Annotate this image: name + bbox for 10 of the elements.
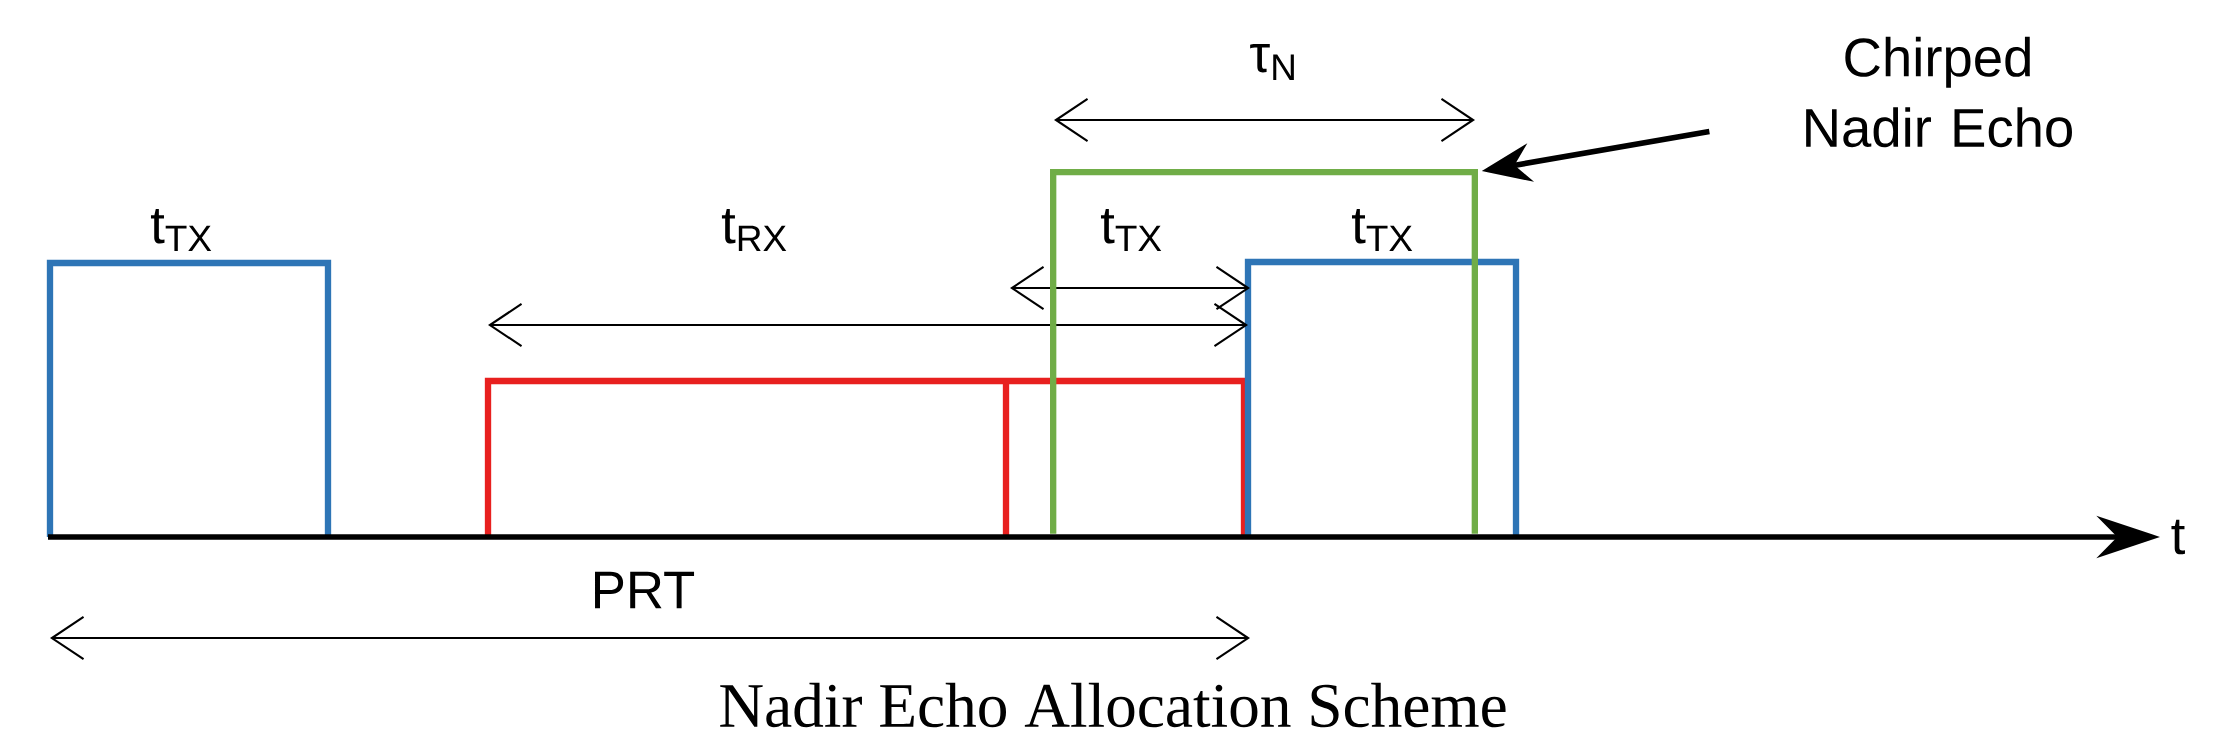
dimension-label: PRT bbox=[595, 571, 695, 609]
caption: Nadir Echo Allocation Scheme bbox=[720, 682, 1506, 728]
dimension-label: t$_{TX}$ bbox=[151, 209, 212, 252]
callout-text: Chirped Nadir Echo bbox=[1806, 36, 2072, 148]
dimension-label: t$_{TX}$ bbox=[1352, 209, 1413, 252]
dimension-label: t$_{TX}$ bbox=[1101, 209, 1162, 252]
dimension-label: τ$_{N}$ bbox=[1250, 44, 1294, 80]
dimension-label: t$_{RX}$ bbox=[721, 209, 787, 252]
pulse bbox=[1050, 169, 1478, 534]
axis-label: t bbox=[2171, 519, 2185, 555]
